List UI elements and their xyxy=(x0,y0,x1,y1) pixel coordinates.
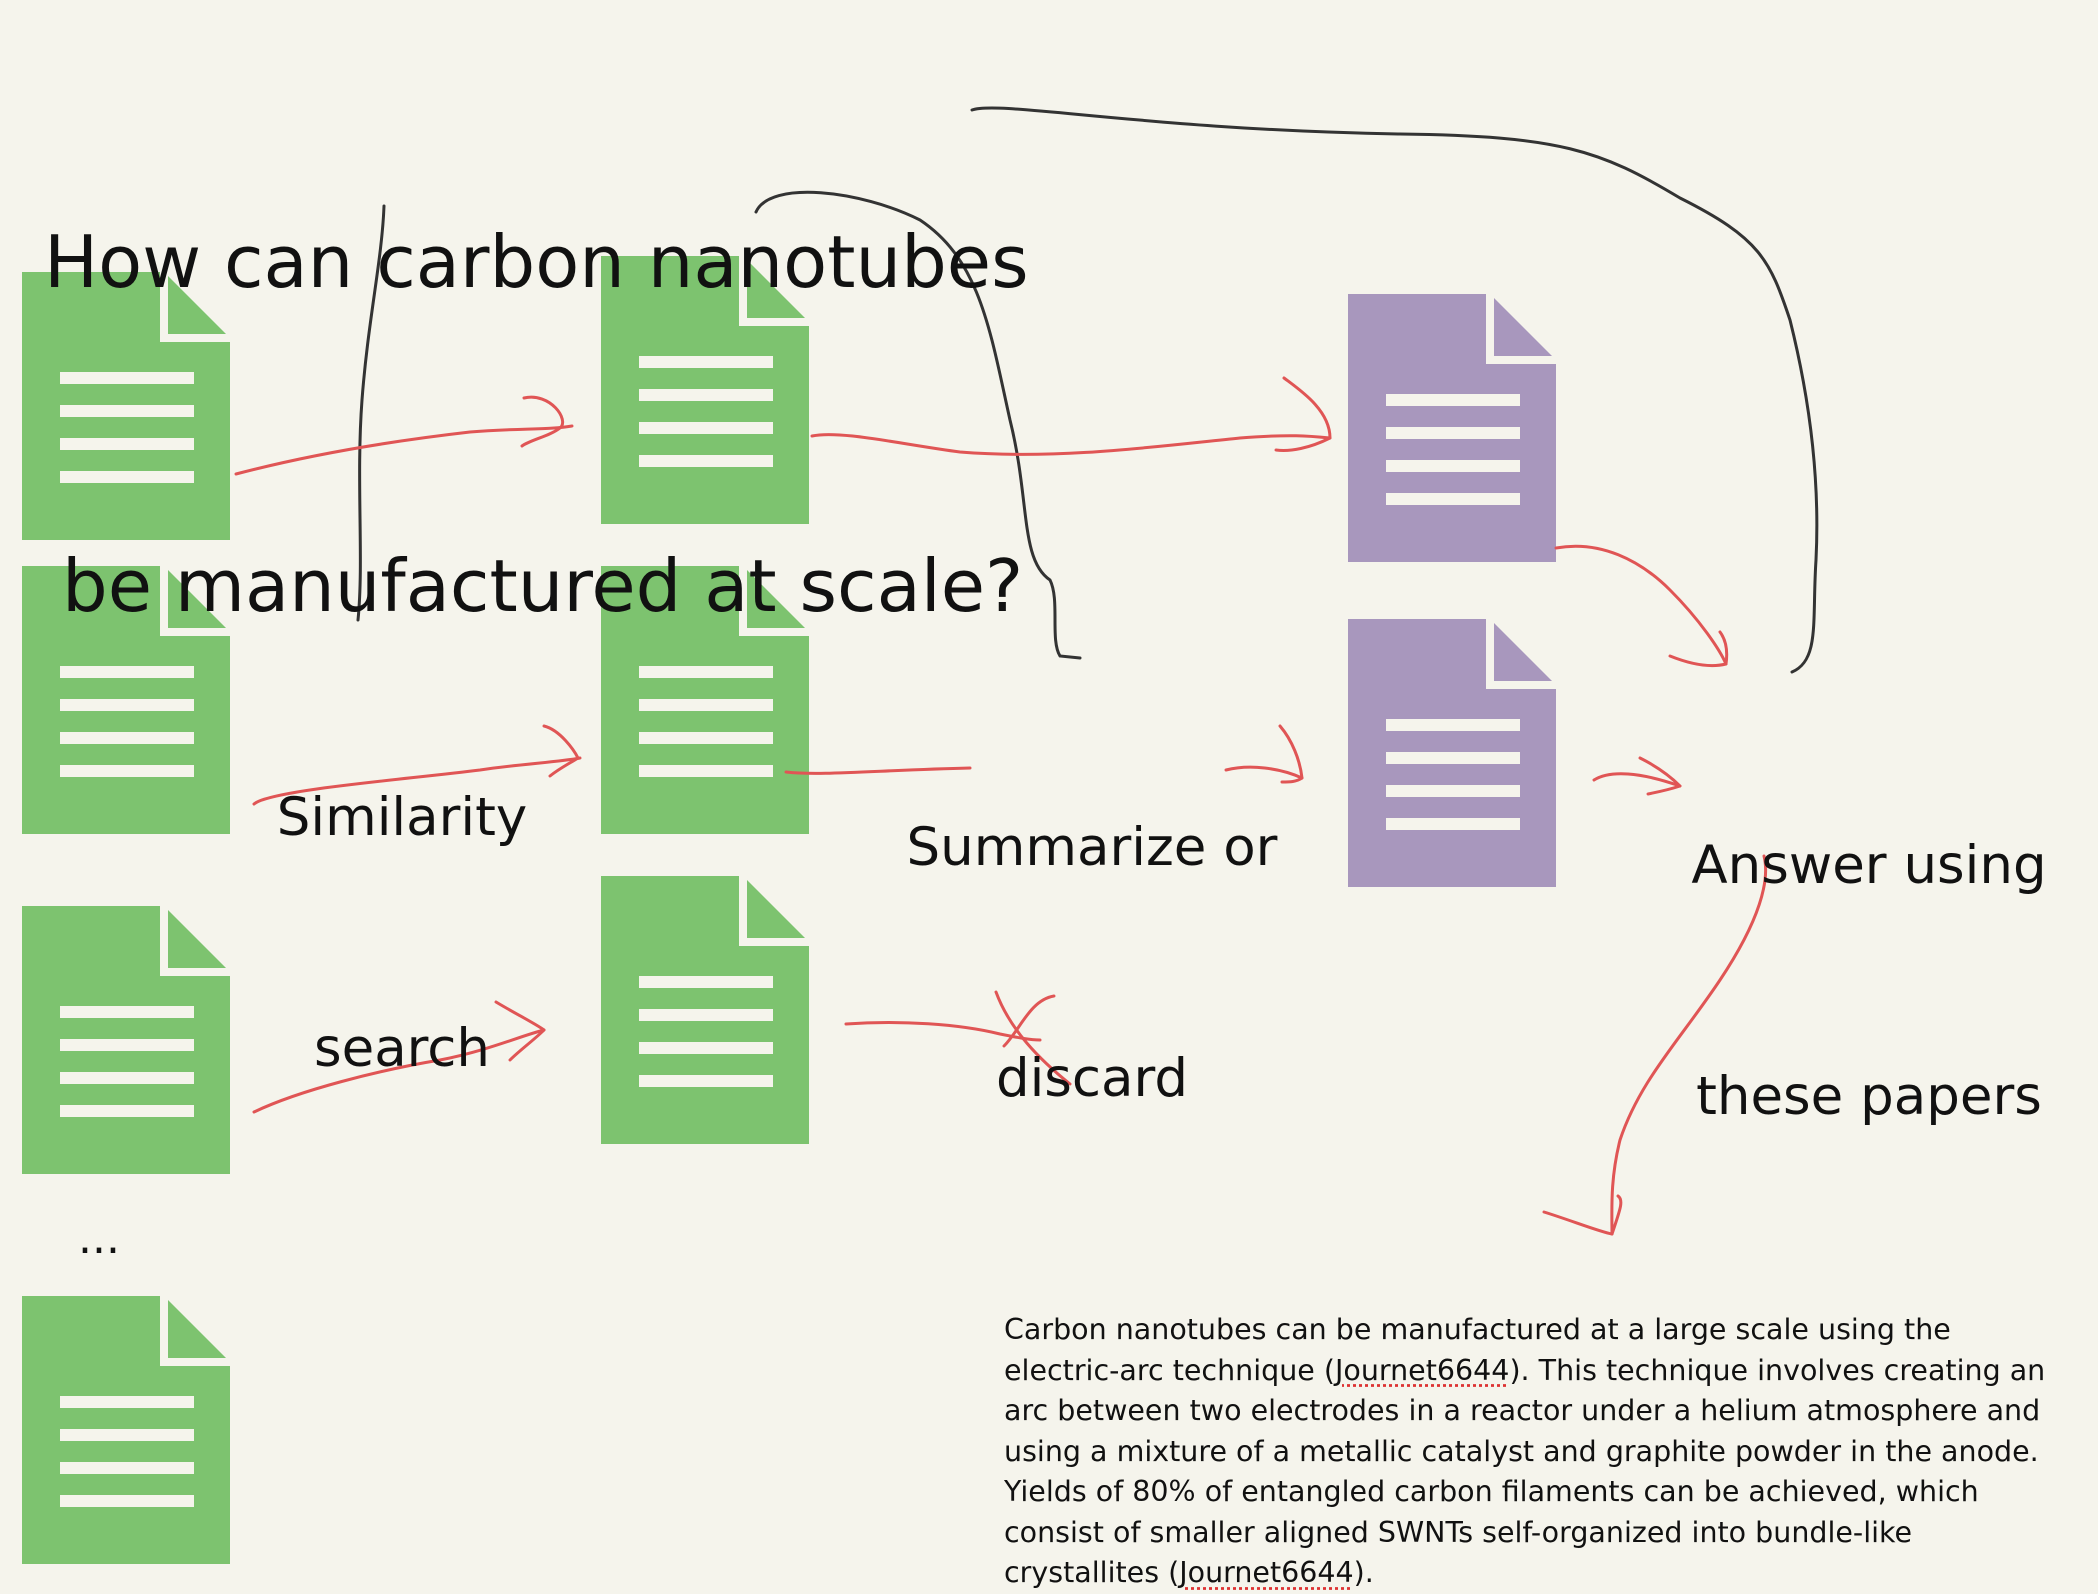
arrowhead xyxy=(494,1000,546,1062)
arrow xyxy=(1592,772,1682,788)
arrowhead xyxy=(1278,724,1304,784)
arrow xyxy=(1224,765,1304,780)
summarize-or-discard-label: Summarize or discard xyxy=(906,817,1278,1109)
arrowhead xyxy=(1668,630,1729,668)
discard-arrow xyxy=(844,1020,1042,1042)
arrow xyxy=(1610,854,1768,1236)
arrow xyxy=(810,433,1332,456)
answer-pointer-line xyxy=(970,106,1819,674)
document-icon xyxy=(22,906,230,1174)
arrowhead xyxy=(1274,376,1332,452)
arrowhead xyxy=(542,724,580,778)
arrowhead xyxy=(1638,756,1682,796)
citation: Journet6644 xyxy=(1179,1556,1354,1589)
question-line-2: be manufactured at scale? xyxy=(62,544,1024,628)
arrow xyxy=(1554,544,1728,666)
arrow xyxy=(252,1028,546,1114)
similarity-search-label: Similarity search xyxy=(276,787,528,1079)
arrowhead xyxy=(520,395,564,448)
more-papers-ellipsis: ... xyxy=(78,1213,120,1264)
similarity-pointer-line xyxy=(356,204,386,622)
question-title: How can carbon nanotubes be manufactured… xyxy=(44,0,1029,856)
arrow xyxy=(784,766,972,775)
document-icon xyxy=(601,876,809,1144)
document-icon xyxy=(1348,294,1556,562)
answer-paragraph: Carbon nanotubes can be manufactured at … xyxy=(1004,1313,2046,1589)
discard-cross-mark xyxy=(994,990,1072,1086)
arrow xyxy=(252,756,582,806)
arrow xyxy=(234,424,574,476)
answer-using-papers-label: Answer using these papers xyxy=(1691,835,2047,1127)
document-icon xyxy=(22,1296,230,1564)
arrowhead xyxy=(1542,1194,1623,1236)
summarize-pointer-line xyxy=(754,190,1082,660)
question-line-1: How can carbon nanotubes xyxy=(44,220,1029,304)
document-icon xyxy=(1348,619,1556,887)
citation: Journet6644 xyxy=(1335,1353,1510,1387)
